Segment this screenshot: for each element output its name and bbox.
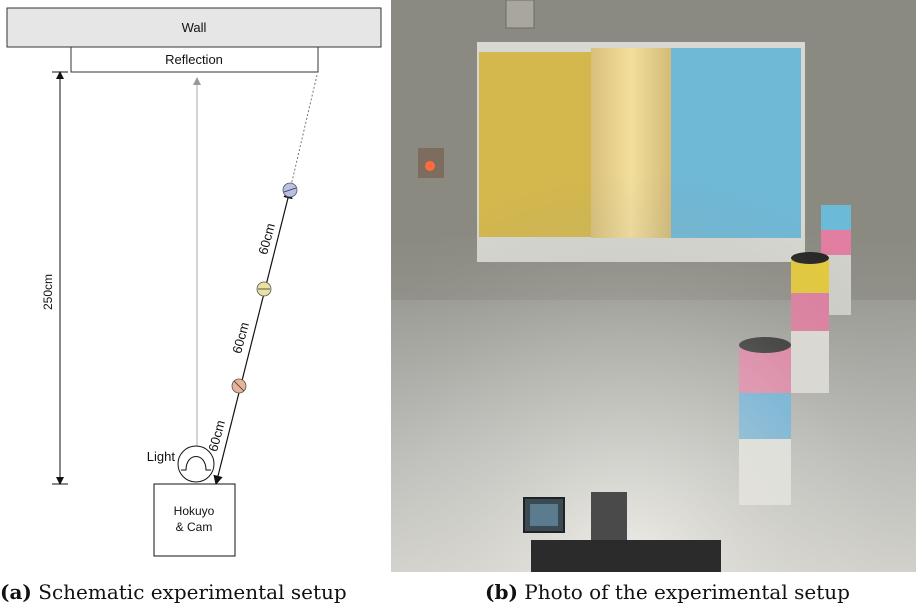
device-label-line2: & Cam — [176, 520, 213, 534]
target-far — [282, 182, 298, 198]
target-middle — [256, 281, 272, 297]
caption-b-text: Photo of the experimental setup — [517, 580, 850, 604]
device-box — [153, 483, 236, 557]
target-line — [213, 188, 293, 486]
light-icon — [177, 445, 215, 483]
reflection-label: Reflection — [165, 52, 223, 67]
wall-box — [6, 7, 382, 48]
light-label: Light — [147, 449, 176, 464]
caption-a: (a) Schematic experimental setup — [0, 580, 347, 604]
caption-b: (b) Photo of the experimental setup — [485, 580, 850, 604]
caption-a-text: Schematic experimental setup — [31, 580, 347, 604]
schematic-diagram: Wall Reflection 250cm 60cm 60cm 60cm Lig… — [6, 7, 382, 557]
caption-b-tag: (b) — [485, 580, 518, 604]
caption-a-tag: (a) — [0, 580, 32, 604]
wall-label: Wall — [182, 20, 207, 35]
dotted-extension — [289, 74, 318, 191]
experiment-photo — [391, 0, 916, 572]
distance-label: 250cm — [41, 274, 55, 310]
reflection-box — [70, 46, 319, 73]
device-label-line1: Hokuyo — [174, 504, 215, 518]
target-near — [231, 378, 247, 394]
segment-label-middle: 60cm — [229, 321, 252, 356]
